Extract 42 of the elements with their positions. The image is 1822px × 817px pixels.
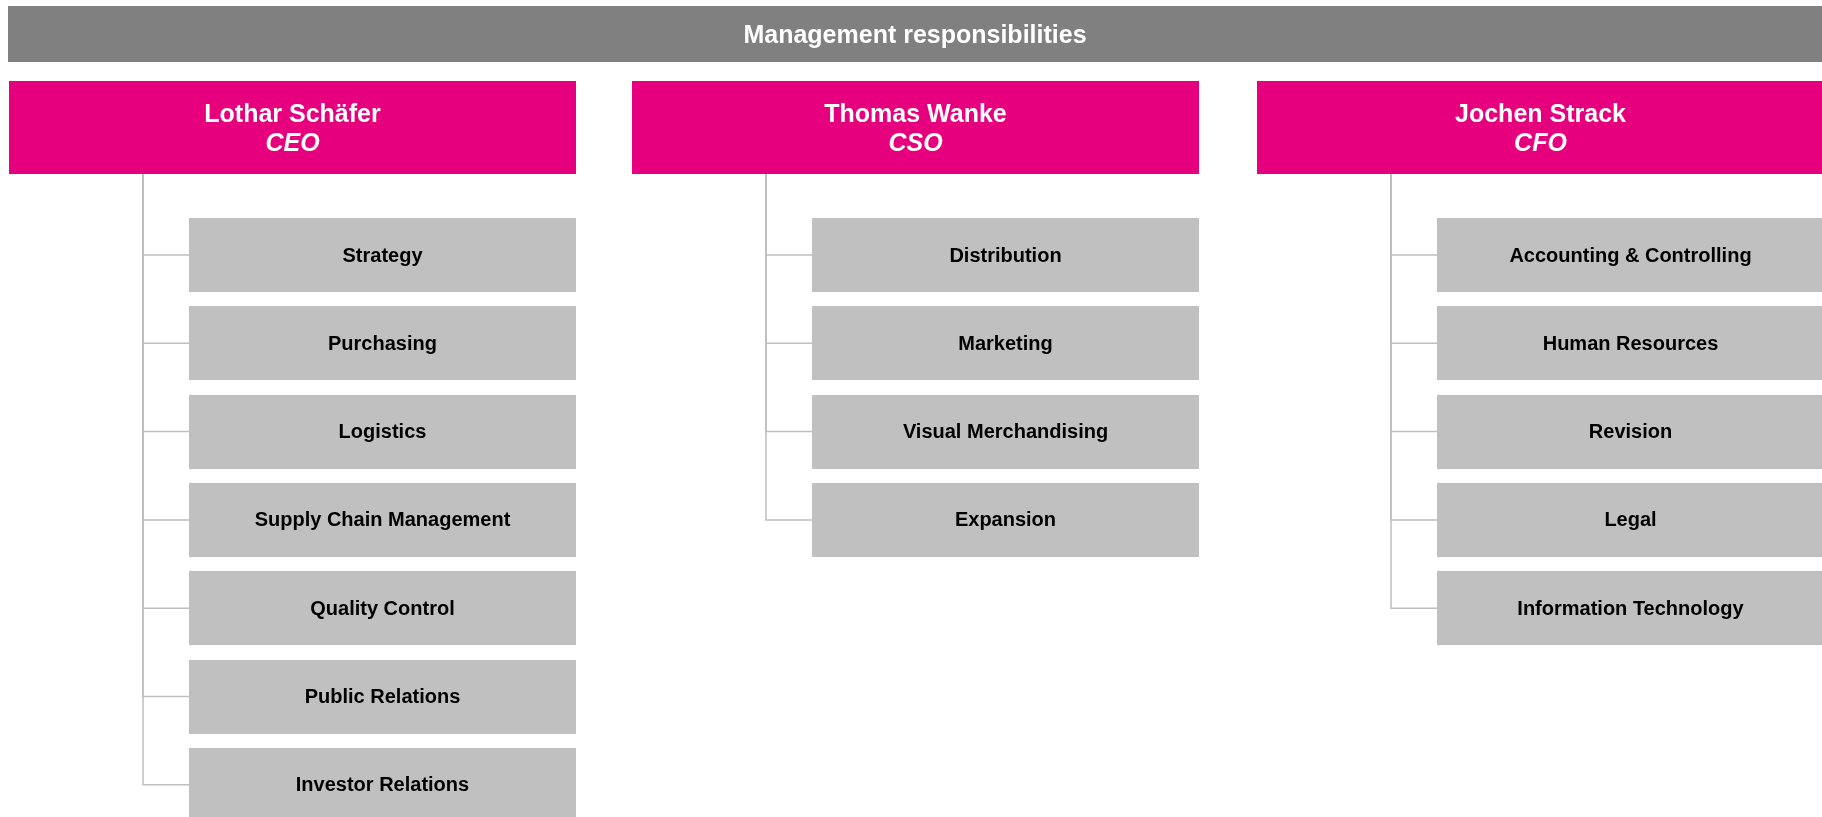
department-box bbox=[1437, 306, 1822, 381]
department-box bbox=[189, 571, 576, 646]
executive-header bbox=[632, 81, 1199, 174]
department-box bbox=[812, 306, 1199, 381]
person-name: Lothar Schäfer bbox=[204, 98, 381, 128]
title-bar: Management responsibilities bbox=[8, 6, 1822, 62]
department-box bbox=[1437, 394, 1822, 469]
department-name: Investor Relations bbox=[295, 773, 470, 797]
department-name: Marketing bbox=[958, 331, 1053, 355]
department-box bbox=[189, 747, 576, 817]
department-name: Strategy bbox=[342, 243, 423, 267]
department-box bbox=[1437, 482, 1822, 557]
executive-header bbox=[9, 81, 576, 174]
department-box bbox=[189, 394, 576, 469]
executive-header bbox=[1257, 81, 1822, 174]
department-box bbox=[812, 394, 1199, 469]
department-box bbox=[1437, 571, 1822, 646]
role-title: CFO bbox=[1514, 127, 1567, 157]
department-name: Supply Chain Management bbox=[254, 508, 511, 532]
department-box bbox=[1437, 218, 1822, 292]
department-name: Revision bbox=[1588, 420, 1673, 444]
role-title: CSO bbox=[888, 127, 943, 157]
department-box bbox=[189, 659, 576, 734]
department-box bbox=[812, 218, 1199, 292]
department-name: Human Resources bbox=[1542, 331, 1719, 355]
department-name: Distribution bbox=[949, 243, 1062, 267]
department-box bbox=[812, 482, 1199, 557]
department-name: Logistics bbox=[338, 420, 427, 444]
department-name: Legal bbox=[1604, 508, 1657, 532]
department-name: Information Technology bbox=[1517, 596, 1744, 620]
department-box bbox=[189, 482, 576, 557]
person-name: Thomas Wanke bbox=[824, 98, 1007, 128]
department-box bbox=[189, 218, 576, 292]
department-name: Expansion bbox=[954, 508, 1057, 532]
person-name: Jochen Strack bbox=[1455, 98, 1626, 128]
department-box bbox=[189, 306, 576, 381]
department-name: Accounting & Controlling bbox=[1509, 243, 1752, 267]
department-name: Purchasing bbox=[328, 331, 437, 355]
department-name: Visual Merchandising bbox=[902, 420, 1109, 444]
role-title: CEO bbox=[265, 127, 320, 157]
department-name: Public Relations bbox=[304, 685, 461, 708]
department-name: Quality Control bbox=[310, 596, 455, 620]
